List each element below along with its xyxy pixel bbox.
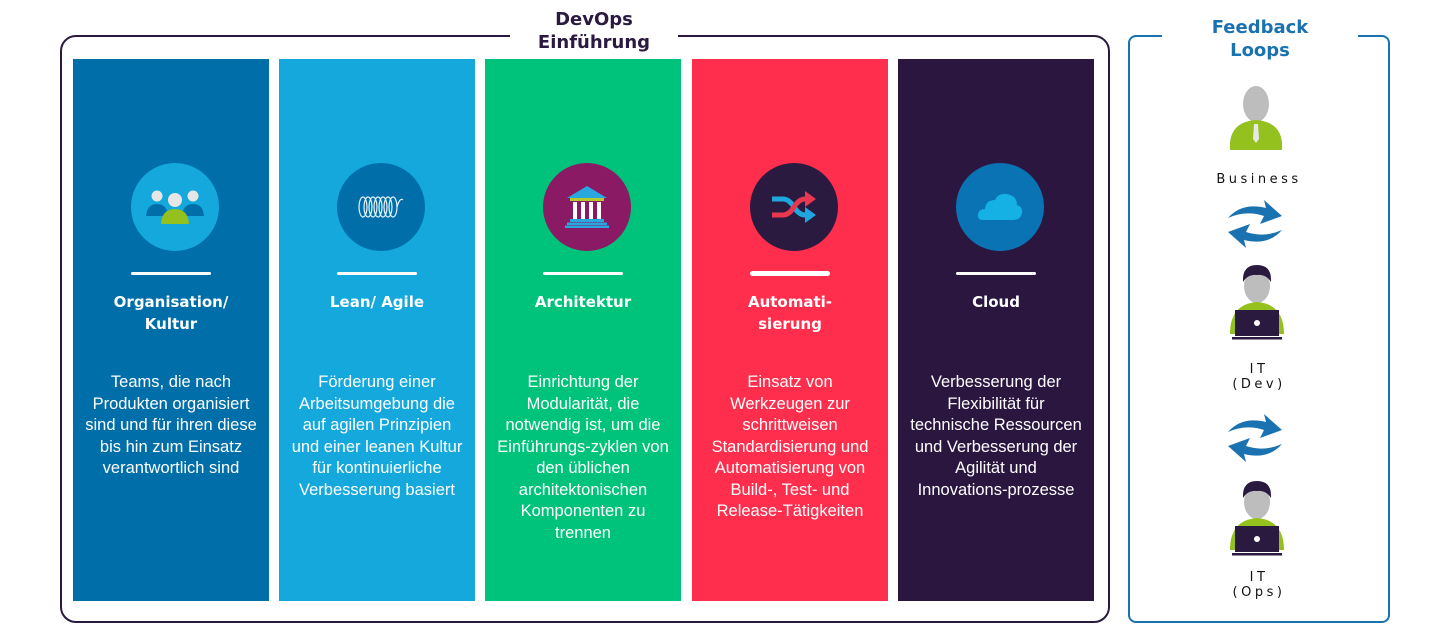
pillar-title: Lean/ Agile: [329, 293, 425, 311]
pillar-lean-agile: Lean/ Agile Förderung einer Arbeitsumgeb…: [279, 59, 475, 601]
pillar-description: Einsatz von Werkzeugen zur schrittweisen…: [711, 373, 869, 520]
developer-laptop-icon: [1228, 262, 1286, 346]
sync-arrows-icon: [1226, 196, 1284, 256]
title-gap: [510, 0, 678, 60]
devops-title-line2: Einführung: [537, 32, 651, 53]
pillar-title: Organisation/ Kultur: [113, 293, 229, 333]
title-gap: [1162, 0, 1358, 60]
pillar-description: Einrichtung der Modularität, die notwend…: [497, 373, 669, 542]
divider: [337, 272, 417, 275]
cloud-icon: [956, 163, 1044, 251]
pillar-architektur: Architektur Einrichtung der Modularität,…: [485, 59, 681, 601]
pillar-title: Automati- sierung: [747, 293, 833, 333]
business-person-icon: [1228, 84, 1284, 156]
pillar-description: Verbesserung der Flexibilität für techni…: [910, 373, 1082, 499]
pillar-description: Förderung einer Arbeitsumgebung die auf …: [291, 373, 463, 499]
operator-laptop-icon: [1228, 478, 1286, 562]
feedback-title: Feedback Loops: [1162, 16, 1358, 62]
divider: [956, 272, 1036, 275]
shuffle-arrows-icon: [750, 163, 838, 251]
feedback-title-line1: Feedback: [1211, 17, 1309, 38]
feedback-title-line2: Loops: [1230, 40, 1290, 61]
devops-title-line1: DevOps: [555, 9, 633, 30]
role-label-it-dev: IT (Dev): [1232, 362, 1286, 392]
divider: [750, 271, 830, 276]
people-group-icon: [131, 163, 219, 251]
divider: [543, 272, 623, 275]
spring-coil-icon: [337, 163, 425, 251]
building-columns-icon: [543, 163, 631, 251]
devops-title: DevOps Einführung: [510, 8, 678, 54]
pillar-automatisierung: Automati- sierung Einsatz von Werkzeugen…: [692, 59, 888, 601]
sync-arrows-icon: [1226, 410, 1284, 470]
role-label-business: Business: [1216, 172, 1302, 187]
pillar-description: Teams, die nach Produkten organisiert si…: [85, 373, 257, 477]
pillar-organisation: Organisation/ Kultur Teams, die nach Pro…: [73, 59, 269, 601]
role-label-it-ops: IT (Ops): [1232, 570, 1286, 600]
pillar-cloud: Cloud Verbesserung der Flexibilität für …: [898, 59, 1094, 601]
pillar-title: Architektur: [534, 293, 632, 311]
divider: [131, 272, 211, 275]
pillar-title: Cloud: [972, 293, 1020, 311]
